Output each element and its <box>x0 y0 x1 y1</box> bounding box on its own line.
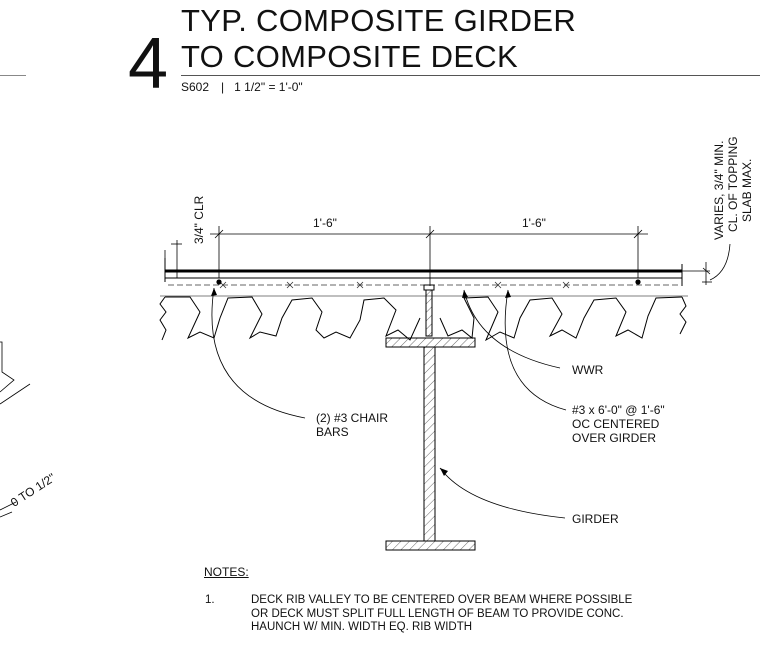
girder-leader-arrow <box>440 468 448 476</box>
chair-bar-right <box>635 279 641 285</box>
chair-bars-line-1: (2) #3 CHAIR <box>316 411 389 425</box>
chair-bar-leader <box>211 287 306 419</box>
detail-title-line-2: TO COMPOSITE DECK <box>181 39 518 74</box>
detail-number: 4 <box>128 24 169 104</box>
wwr-leader-arrow <box>462 290 468 298</box>
rebar-label: #3 x 6'-0" @ 1'-6" OC CENTERED OVER GIRD… <box>572 403 665 445</box>
rebar-line-2: OC CENTERED <box>572 417 660 431</box>
rebar-line-3: OVER GIRDER <box>572 431 657 445</box>
girder-leader <box>439 467 566 519</box>
rebar-leader-arrow <box>505 290 511 298</box>
steel-girder <box>385 337 476 551</box>
wwr-leader <box>463 289 561 369</box>
leader-lines <box>211 287 567 519</box>
detail-title-line-1: TYP. COMPOSITE GIRDER <box>181 3 577 38</box>
subtitle-separator: | <box>221 80 225 94</box>
chair-bars-line-2: BARS <box>316 425 349 439</box>
topping-line-3: SLAB MAX. <box>740 158 754 222</box>
topping-callout: VARIES, 3/4" MIN. CL. OF TOPPING SLAB MA… <box>712 136 754 240</box>
chair-bars-label: (2) #3 CHAIR BARS <box>316 411 388 439</box>
girder-label: GIRDER <box>572 512 619 526</box>
chair-leader-arrow <box>211 288 217 296</box>
chair-bar-left <box>216 279 222 285</box>
clear-cover-label: 3/4" CLR <box>192 195 206 244</box>
right-spacing-label: 1'-6" <box>522 216 546 230</box>
note-text: DECK RIB VALLEY TO BE CENTERED OVER BEAM… <box>251 594 633 633</box>
note-number: 1. <box>205 594 215 606</box>
title-underline <box>181 75 760 76</box>
slab-top-surface <box>164 258 710 286</box>
spacing-dimension <box>210 226 648 286</box>
wwr-label: WWR <box>572 363 604 377</box>
topping-line-1: VARIES, 3/4" MIN. <box>712 140 726 240</box>
composite-deck-profile <box>159 295 688 342</box>
adjacent-detail-title-rule <box>0 75 26 76</box>
left-spacing-label: 1'-6" <box>313 216 337 230</box>
sheet-reference: S602 <box>181 80 210 94</box>
topping-line-2: CL. OF TOPPING <box>726 136 740 232</box>
clear-cover-dimension <box>164 240 182 278</box>
topping-dimension <box>702 243 731 285</box>
rebar-leader <box>504 289 567 411</box>
adjacent-detail-fragment <box>0 341 31 518</box>
shear-stud <box>423 284 435 337</box>
detail-subtitle: S602 | 1 1/2" = 1'-0" <box>181 80 303 94</box>
rebar-line-1: #3 x 6'-0" @ 1'-6" <box>572 403 665 417</box>
drawing-scale: 1 1/2" = 1'-0" <box>234 80 303 94</box>
notes-heading: NOTES: <box>204 565 249 579</box>
